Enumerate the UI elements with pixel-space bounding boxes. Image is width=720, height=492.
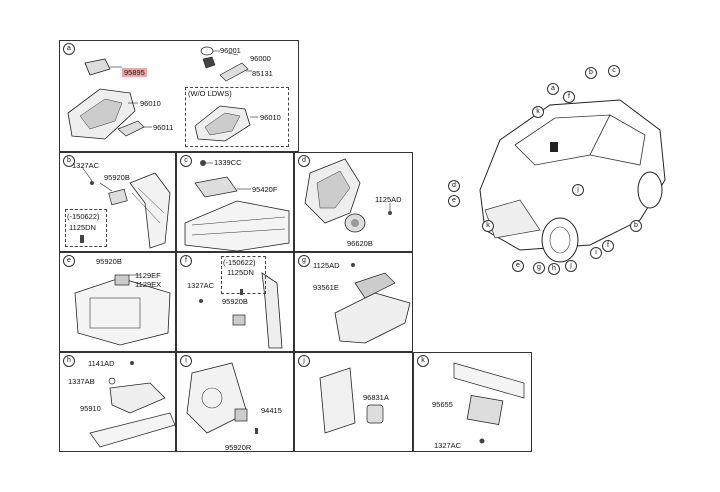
part-95920r-label[interactable]: 95920R (225, 443, 252, 452)
part-93561e-label[interactable]: 93561E (313, 283, 339, 292)
part-1125dn-label[interactable]: 1125DN (227, 268, 254, 277)
section-i-panel: i 94415 95920R (176, 352, 294, 452)
car-callout-j2[interactable]: j (572, 184, 584, 196)
car-callout-a[interactable]: a (547, 83, 559, 95)
date-box (221, 256, 266, 294)
part-1125ad-label[interactable]: 1125AD (313, 261, 340, 270)
part-95920b-label[interactable]: 95920B (104, 173, 130, 182)
section-i-drawing (186, 362, 258, 434)
section-d-letter: d (298, 155, 310, 167)
section-a-drawing (67, 46, 258, 142)
part-95920b-label[interactable]: 95920B (222, 297, 248, 306)
car-drawing (479, 99, 666, 263)
section-j-panel: j 96831A (294, 352, 413, 452)
section-j-letter: j (298, 355, 310, 367)
car-callout-g[interactable]: g (533, 262, 545, 274)
car-callout-f[interactable]: f (563, 91, 575, 103)
part-95910-label[interactable]: 95910 (80, 404, 101, 413)
section-g-letter: g (298, 255, 310, 267)
section-e-drawing (74, 274, 171, 346)
section-f-letter: f (180, 255, 192, 267)
part-96010-alt-label[interactable]: 96010 (260, 113, 281, 122)
part-95420f-label[interactable]: 95420F (252, 185, 278, 194)
part-1327ac-label[interactable]: 1327AC (434, 441, 462, 450)
part-96010-label[interactable]: 96010 (140, 99, 161, 108)
part-1129ef-label[interactable]: 1129EF (135, 271, 161, 280)
car-callout-d[interactable]: d (448, 180, 460, 192)
car-callout-f2[interactable]: f (602, 240, 614, 252)
date-label: (-150622) (67, 212, 100, 221)
section-k-panel: k 95655 1327AC (413, 352, 532, 452)
section-k-letter: k (417, 355, 429, 367)
car-callout-h[interactable]: h (548, 263, 560, 275)
date-box (65, 209, 107, 247)
part-1327ac-label[interactable]: 1327AC (72, 161, 100, 170)
part-96620b-label[interactable]: 96620B (347, 239, 373, 248)
wo-ldws-box (185, 87, 289, 147)
part-1141ad-label[interactable]: 1141AD (88, 359, 115, 368)
section-e-letter: e (63, 255, 75, 267)
car-overview: a b c k f d e k e g h j i f j b (440, 60, 680, 280)
section-a-panel: a 95895 96010 96011 96001 96000 85131 (W… (59, 40, 299, 152)
section-g-panel: g 1125AD 93561E (294, 252, 413, 352)
car-callout-i[interactable]: i (590, 247, 602, 259)
section-h-panel: h 1141AD 1337AB 95910 (59, 352, 176, 452)
section-g-drawing (334, 263, 411, 344)
part-1327ac-label[interactable]: 1327AC (187, 281, 215, 290)
section-c-panel: c 1339CC 95420F (176, 152, 294, 252)
section-a-letter: a (63, 43, 75, 55)
section-b-drawing (80, 166, 171, 249)
part-96011-label[interactable]: 96011 (153, 123, 174, 132)
wo-ldws-label: (W/O LDWS) (188, 89, 232, 98)
part-96001-label[interactable]: 96001 (220, 46, 241, 55)
car-callout-k[interactable]: k (532, 106, 544, 118)
car-callout-j[interactable]: j (565, 260, 577, 272)
section-h-letter: h (63, 355, 75, 367)
part-1337ab-label[interactable]: 1337AB (68, 377, 95, 386)
section-h-drawing (89, 361, 176, 448)
part-96000-label[interactable]: 96000 (250, 54, 271, 63)
car-callout-e2[interactable]: e (512, 260, 524, 272)
part-1129ex-label[interactable]: 1129EX (135, 280, 162, 289)
car-callout-b[interactable]: b (585, 67, 597, 79)
part-85131-label[interactable]: 85131 (252, 69, 273, 78)
section-c-drawing (184, 160, 290, 252)
part-95920b-label[interactable]: 95920B (96, 257, 122, 266)
part-95655-label[interactable]: 95655 (432, 400, 453, 409)
car-callout-b2[interactable]: b (630, 220, 642, 232)
section-e-panel: e 95920B 1129EF 1129EX (59, 252, 176, 352)
part-95895-label[interactable]: 95895 (122, 68, 147, 77)
date-label: (-150622) (223, 258, 256, 267)
part-94415-label[interactable]: 94415 (261, 406, 282, 415)
section-j-drawing (319, 367, 384, 434)
section-c-letter: c (180, 155, 192, 167)
part-1125dn-label[interactable]: 1125DN (69, 223, 96, 232)
section-b-panel: b 1327AC 95920B (-150622) 1125DN (59, 152, 176, 252)
section-b-letter: b (63, 155, 75, 167)
car-callout-k2[interactable]: k (482, 220, 494, 232)
part-1339cc-label[interactable]: 1339CC (214, 158, 242, 167)
part-96831a-label[interactable]: 96831A (363, 393, 389, 402)
section-f-panel: f (-150622) 1125DN 1327AC 95920B (176, 252, 294, 352)
section-d-panel: d 1125AD 96620B (294, 152, 413, 252)
part-1125ad-label[interactable]: 1125AD (375, 195, 402, 204)
car-callout-e[interactable]: e (448, 195, 460, 207)
car-callout-c[interactable]: c (608, 65, 620, 77)
section-i-letter: i (180, 355, 192, 367)
section-k-drawing (453, 362, 525, 444)
section-d-drawing (304, 158, 392, 233)
